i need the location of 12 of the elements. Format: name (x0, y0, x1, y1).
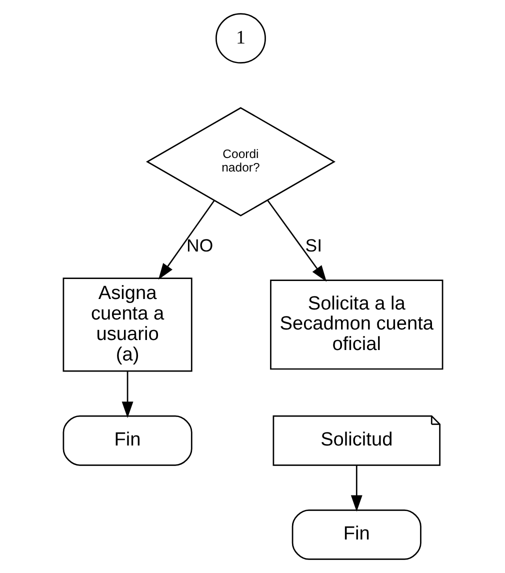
node-box: Fin (62, 415, 192, 466)
node-box: Fin (291, 509, 421, 560)
node-box: Solicita a la Secadmon cuenta oficial (270, 280, 443, 370)
arrow (121, 371, 133, 418)
arrow (158, 200, 214, 280)
node-box: Asigna cuenta a usuario (a) (62, 278, 192, 372)
arrow (350, 465, 362, 512)
node-diamond: Coordi nador? (145, 107, 335, 216)
node-circle: 1 (215, 13, 266, 64)
edge-label: SI (304, 236, 322, 256)
edge-label: NO (186, 236, 213, 256)
arrow (266, 200, 326, 282)
